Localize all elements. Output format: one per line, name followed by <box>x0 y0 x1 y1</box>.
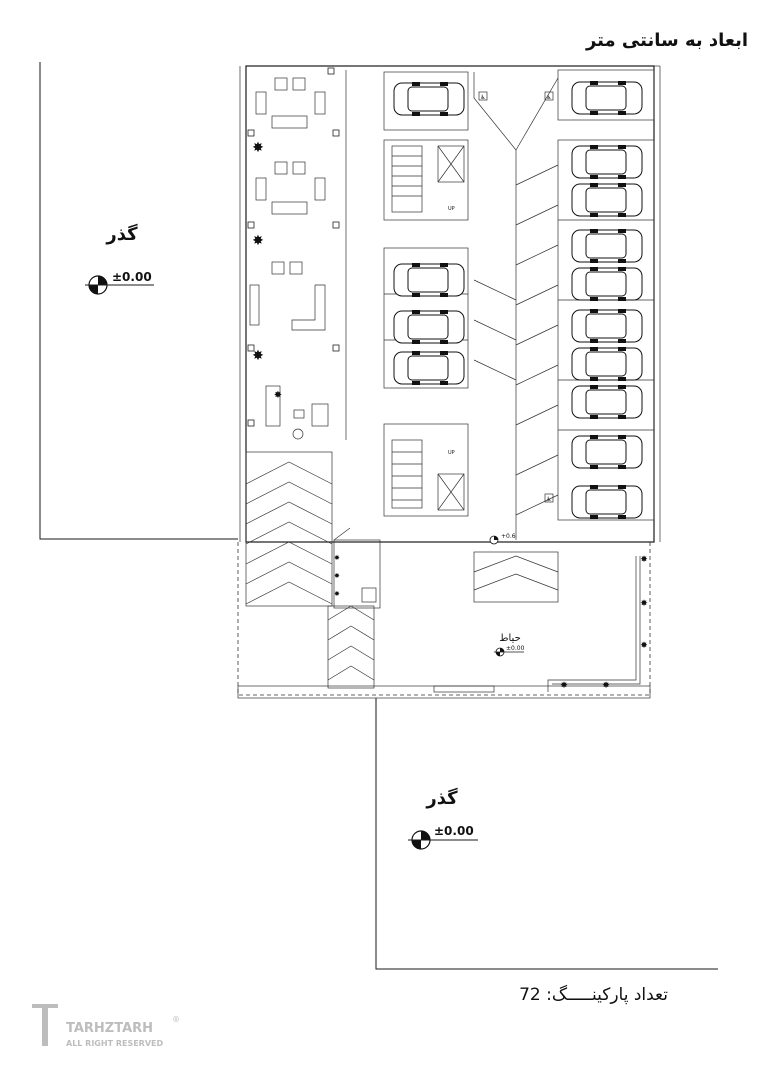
ramp-entrance <box>473 551 559 603</box>
car-symbol <box>393 263 465 297</box>
car-symbol <box>571 145 643 179</box>
stair-core-upper: UP <box>383 139 469 221</box>
entry-vestibule: ✸ ✸ ✸ <box>333 527 381 609</box>
stair-tag-upper: UP <box>448 206 455 212</box>
svg-text:✸: ✸ <box>334 554 340 562</box>
ramp-lower <box>327 605 375 689</box>
accessible-icon: ♿ <box>480 94 485 101</box>
ramp-level-marker: +0.6 <box>489 533 516 545</box>
svg-text:✸: ✸ <box>640 641 648 651</box>
lobby-area: ✸ ✸ ✸ ✸ <box>247 67 347 440</box>
car-symbol <box>571 267 643 301</box>
car-symbol <box>571 485 643 519</box>
svg-text:✸: ✸ <box>252 348 264 364</box>
street-label-bottom: گذر <box>425 787 458 809</box>
svg-text:✸: ✸ <box>274 390 282 401</box>
svg-text:✸: ✸ <box>334 590 340 598</box>
watermark-sub: ALL RIGHT RESERVED <box>66 1039 163 1048</box>
car-symbol <box>393 351 465 385</box>
car-symbol <box>571 385 643 419</box>
level-label-bottom: ±0.00 <box>434 824 474 838</box>
car-symbol <box>571 435 643 469</box>
street-label-top: گذر <box>105 223 138 245</box>
stair-core-lower: UP <box>383 423 469 517</box>
level-label-top: ±0.00 <box>112 270 152 284</box>
watermark-logo: TARHZTARH ® ALL RIGHT RESERVED <box>32 1004 180 1048</box>
ramp-left <box>245 451 333 607</box>
yard-level: ±0.00 <box>506 645 525 652</box>
watermark-brand: TARHZTARH <box>66 1021 153 1036</box>
dimension-note: ابعاد به سانتی متر <box>585 30 748 51</box>
courtyard-right: ✸ ✸ ✸ ✸ ✸ <box>433 555 648 693</box>
level-marker-top <box>85 275 154 295</box>
stair-tag-lower: UP <box>448 450 455 456</box>
car-symbol <box>393 310 465 344</box>
car-symbol <box>571 229 643 263</box>
parking-count: تعداد پارکینـــــگ: 72 <box>519 984 668 1005</box>
yard-label: حیاط <box>499 633 521 644</box>
svg-text:✸: ✸ <box>252 233 264 249</box>
svg-text:✸: ✸ <box>640 555 648 565</box>
drive-aisle <box>473 72 559 540</box>
accessible-icon: ♿ <box>546 496 551 503</box>
accessible-icon: ♿ <box>546 94 551 101</box>
watermark-mark: ® <box>172 1015 180 1024</box>
car-symbol <box>571 81 643 115</box>
accessible-symbols: ♿ ♿ ♿ <box>478 91 554 503</box>
car-symbol <box>571 347 643 381</box>
svg-text:✸: ✸ <box>640 599 648 609</box>
car-symbol <box>393 82 465 116</box>
level-marker-yard <box>494 647 524 657</box>
svg-text:✸: ✸ <box>602 681 610 691</box>
car-symbol <box>571 183 643 217</box>
site-boundary <box>39 62 718 970</box>
svg-text:✸: ✸ <box>334 572 340 580</box>
level-marker-bottom <box>408 830 478 850</box>
cars-layer <box>393 81 643 519</box>
svg-text:✸: ✸ <box>252 140 264 156</box>
ramp-level-label: +0.6 <box>501 533 516 540</box>
svg-text:✸: ✸ <box>560 681 568 691</box>
car-symbol <box>571 309 643 343</box>
